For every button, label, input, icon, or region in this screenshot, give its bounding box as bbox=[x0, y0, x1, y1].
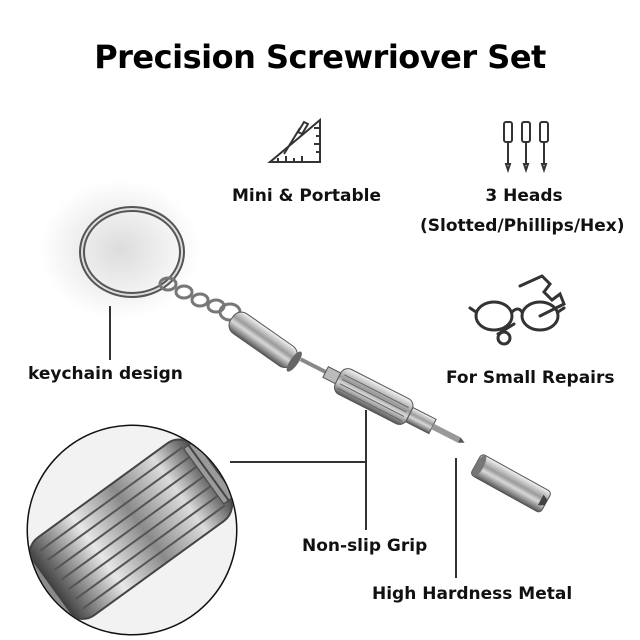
feature-mini-portable: Mini & Portable bbox=[232, 186, 381, 206]
head-cap bbox=[471, 454, 551, 513]
feature-three-heads-line1: 3 Heads bbox=[485, 186, 563, 206]
screwdriver-ruler-icon bbox=[267, 118, 321, 163]
top-cap bbox=[228, 311, 302, 372]
callout-keychain: keychain design bbox=[28, 364, 183, 384]
three-screwdrivers-icon bbox=[503, 121, 549, 174]
callout-metal: High Hardness Metal bbox=[372, 584, 573, 604]
zoom-detail bbox=[26, 424, 238, 636]
screwdriver-body bbox=[299, 357, 465, 443]
feature-three-heads-line2: (Slotted/Phillips/Hex) bbox=[420, 216, 625, 236]
feature-small-repairs: For Small Repairs bbox=[446, 368, 615, 388]
glasses-wrench-icon bbox=[468, 274, 566, 346]
callout-grip: Non-slip Grip bbox=[302, 536, 428, 556]
ring-shadow bbox=[40, 180, 200, 320]
page-title: Precision Screwriover Set bbox=[94, 38, 546, 76]
